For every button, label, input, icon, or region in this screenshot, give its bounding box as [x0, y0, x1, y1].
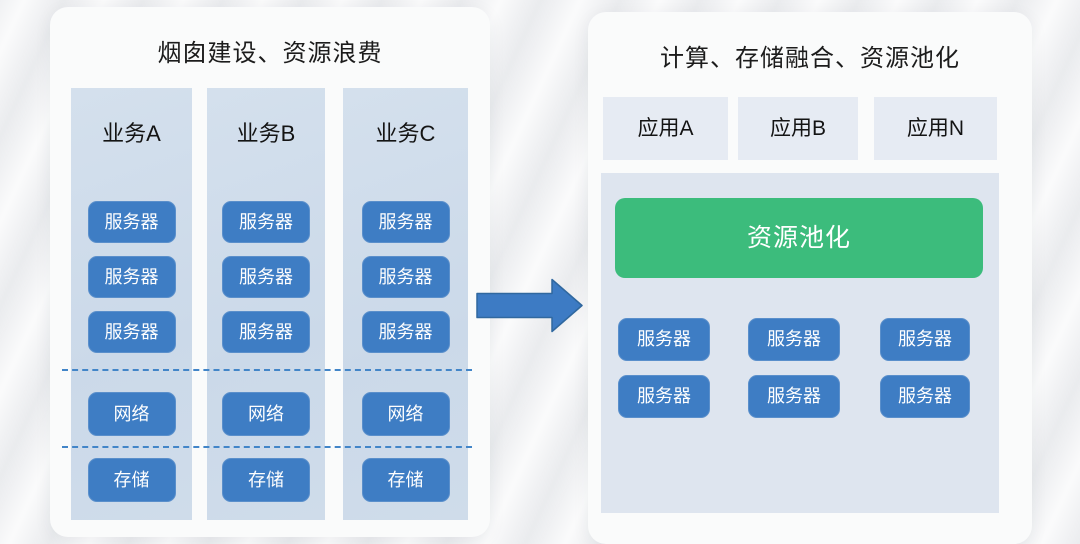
- storage-layer-divider: [62, 446, 472, 448]
- network-layer-divider: [62, 369, 472, 371]
- pooled-architecture-card: 计算、存储融合、资源池化 应用A 应用B 应用N 资源池化 服务器 服务器 服务…: [588, 12, 1032, 544]
- resource-pool-bar: 资源池化: [615, 198, 983, 278]
- app-box-n: 应用N: [874, 97, 997, 160]
- business-column-a: 业务A 服务器 服务器 服务器 网络 存储: [71, 88, 192, 520]
- network-box: 网络: [361, 392, 450, 436]
- network-box: 网络: [87, 392, 176, 436]
- app-box-b: 应用B: [738, 97, 858, 160]
- server-box: 服务器: [361, 201, 450, 243]
- business-column-c: 业务C 服务器 服务器 服务器 网络 存储: [343, 88, 468, 520]
- business-column-label: 业务C: [375, 121, 436, 146]
- app-box-a: 应用A: [603, 97, 728, 160]
- server-box: 服务器: [748, 318, 840, 361]
- business-column-label: 业务A: [102, 121, 161, 146]
- server-box: 服务器: [87, 311, 176, 353]
- storage-box: 存储: [87, 458, 176, 502]
- server-box: 服务器: [618, 375, 710, 418]
- business-column-label: 业务B: [236, 121, 296, 146]
- storage-box: 存储: [222, 458, 310, 502]
- server-box: 服务器: [748, 375, 840, 418]
- storage-box: 存储: [361, 458, 450, 502]
- server-box: 服务器: [880, 318, 970, 361]
- server-box: 服务器: [87, 201, 176, 243]
- server-box: 服务器: [618, 318, 710, 361]
- resource-pool-container: 资源池化 服务器 服务器 服务器 服务器 服务器 服务器 网络 网络: [601, 173, 999, 513]
- network-box: 网络: [222, 392, 310, 436]
- server-box: 服务器: [87, 256, 176, 298]
- pooled-panel-title: 计算、存储融合、资源池化: [660, 45, 960, 72]
- server-box: 服务器: [361, 256, 450, 298]
- silo-panel-title: 烟囱建设、资源浪费: [157, 40, 383, 67]
- server-box: 服务器: [222, 256, 310, 298]
- right-arrow-icon: [476, 278, 583, 333]
- business-column-b: 业务B 服务器 服务器 服务器 网络 存储: [207, 88, 325, 520]
- server-box: 服务器: [222, 201, 310, 243]
- server-box: 服务器: [361, 311, 450, 353]
- silo-architecture-card: 烟囱建设、资源浪费 业务A 服务器 服务器 服务器 网络 存储 业务B 服务器 …: [50, 7, 490, 537]
- server-box: 服务器: [880, 375, 970, 418]
- server-box: 服务器: [222, 311, 310, 353]
